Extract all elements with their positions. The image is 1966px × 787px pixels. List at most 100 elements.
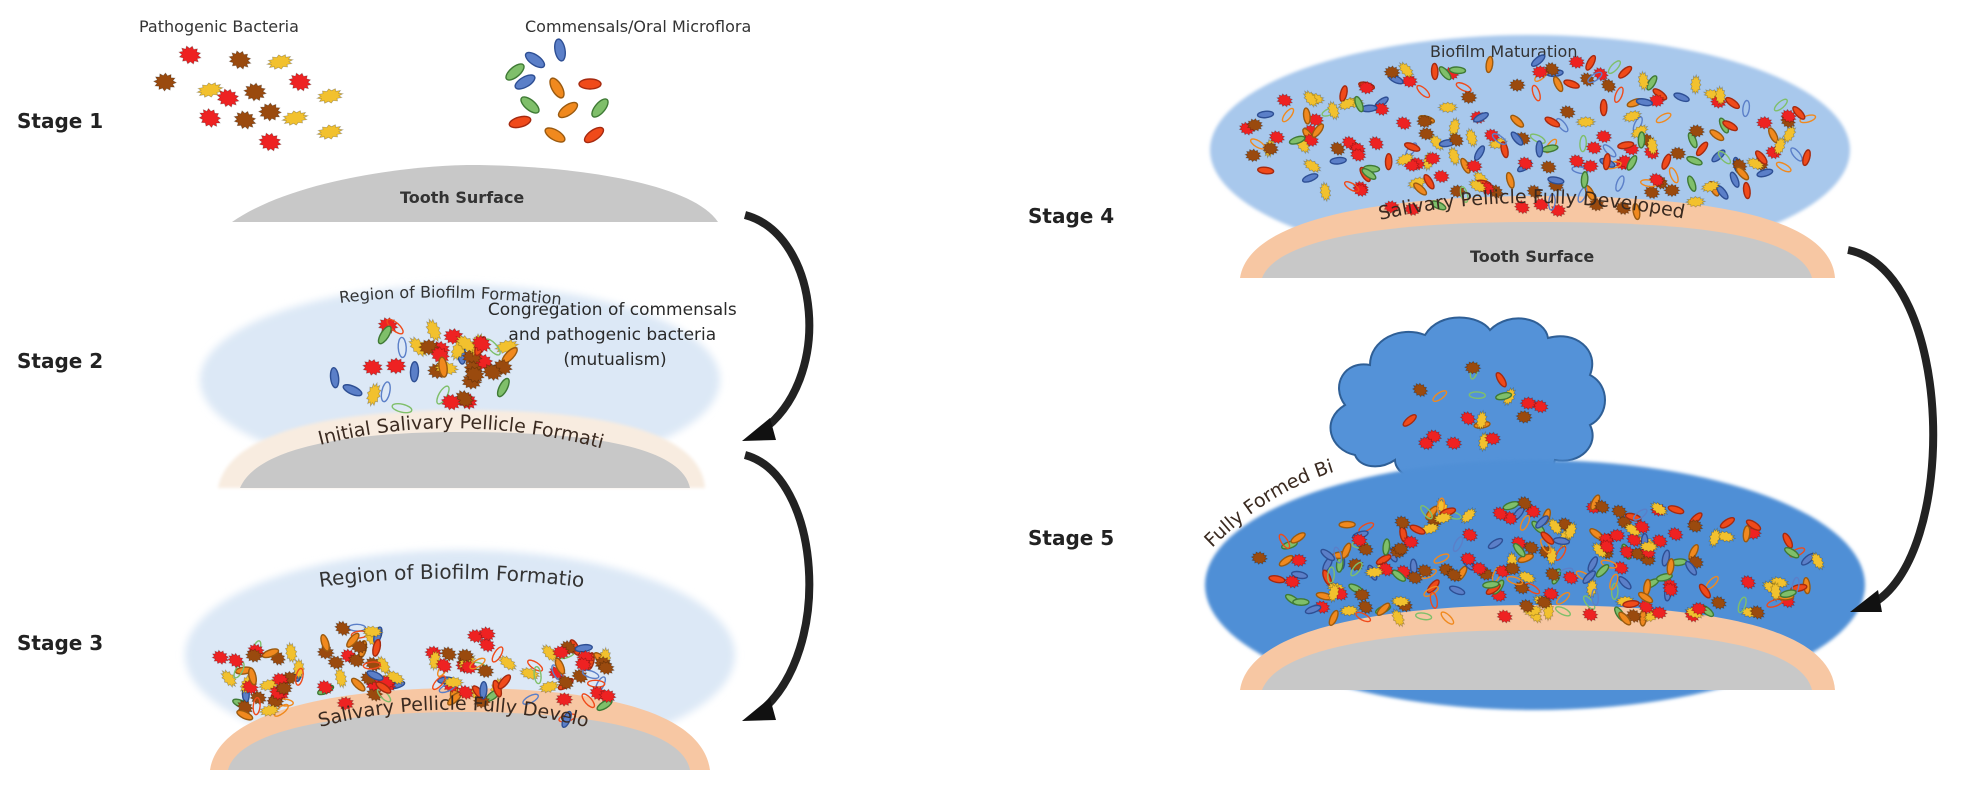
pathogen-bacterium-icon <box>571 668 590 685</box>
commensal-bacterium-icon <box>1756 168 1774 178</box>
pathogen-bacterium-icon <box>1643 185 1661 200</box>
pathogen-bacterium-icon <box>1417 126 1436 141</box>
commensal-bacterium-icon <box>1403 142 1421 152</box>
commensal-bacterium-icon <box>1792 105 1806 120</box>
pathogen-bacterium-icon <box>1268 130 1286 145</box>
commensal-bacterium-icon <box>1582 570 1597 584</box>
pathogen-bacterium-icon <box>1581 159 1600 174</box>
pathogen-bacterium-icon <box>336 695 355 711</box>
pathogen-bacterium-icon <box>1403 202 1422 217</box>
commensal-bacterium-icon <box>1547 193 1556 211</box>
pathogen-bacterium-icon <box>1540 159 1558 175</box>
pathogen-bacterium-icon <box>1394 515 1411 530</box>
commensal-bacterium-icon <box>1420 505 1433 520</box>
pathogen-bacterium-icon <box>1782 124 1797 144</box>
commensal-bacterium-icon <box>1585 54 1597 71</box>
commensal-bacterium-icon <box>1602 153 1611 171</box>
commensal-bacterium-icon <box>391 402 413 414</box>
pathogen-bacterium-icon <box>1289 553 1308 568</box>
commensal-bacterium-icon <box>1661 153 1672 170</box>
commensal-bacterium-icon <box>1563 79 1580 89</box>
commensal-bacterium-icon <box>1666 558 1675 576</box>
pathogen-bacterium-icon <box>559 639 578 656</box>
commensal-bacterium-icon <box>1599 98 1608 117</box>
commensal-bacterium-icon <box>233 661 245 679</box>
pathogen-bacterium-icon <box>1755 115 1774 130</box>
pathogen-bacterium-icon <box>242 82 268 102</box>
commensal-bacterium-icon <box>432 675 446 691</box>
pathogenic-bacteria-cluster <box>152 45 345 152</box>
pathogen-bacterium-icon <box>1595 129 1613 144</box>
stage-2: Stage 2 Region of Biofilm Formation Cong… <box>0 0 742 488</box>
commensal-bacterium-icon <box>1460 157 1471 174</box>
pathogen-bacterium-icon <box>1423 151 1442 166</box>
pathogen-bacterium-icon <box>1633 519 1651 535</box>
tooth-surface <box>1262 630 1812 690</box>
pathogen-bacterium-icon <box>1503 561 1522 576</box>
commensal-bacterium-icon <box>1519 514 1531 531</box>
commensal-bacterium-icon <box>496 377 510 398</box>
commensal-bacterium-icon <box>247 667 257 686</box>
pathogen-bacterium-icon <box>1593 499 1611 515</box>
commensal-bacterium-icon <box>1341 542 1352 559</box>
commensal-bacterium-icon <box>1482 580 1500 589</box>
pathogen-bacterium-icon <box>476 663 495 679</box>
pathogen-bacterium-icon <box>1625 608 1643 624</box>
pathogen-bacterium-icon <box>428 648 441 672</box>
tooth-surface-label: Tooth Surface <box>1470 247 1594 266</box>
pathogen-bacterium-icon <box>1518 598 1536 614</box>
tooth-surface <box>1262 222 1812 278</box>
commensal-bacterium-icon <box>1635 98 1653 107</box>
commensal-bacterium-icon <box>397 336 407 359</box>
commensal-bacterium-icon <box>1622 599 1640 608</box>
pathogen-bacterium-icon <box>227 652 245 669</box>
commensal-bacterium-icon <box>1350 561 1363 577</box>
commensal-bacterium-icon <box>1292 598 1310 606</box>
pathogen-bacterium-icon <box>435 657 453 674</box>
commensal-bacterium-icon <box>596 698 613 712</box>
pathogen-bacterium-icon <box>1810 551 1825 571</box>
commensal-bacterium-icon <box>366 670 384 681</box>
pathogen-bacterium-icon <box>1542 587 1560 601</box>
commensal-bacterium-icon <box>1737 596 1747 614</box>
commensal-bacterium-icon <box>1595 563 1610 578</box>
pathogen-bacterium-icon <box>1559 104 1576 120</box>
pathogen-bacterium-icon <box>315 124 345 140</box>
commensal-bacterium-icon <box>1429 591 1439 609</box>
pathogen-bacterium-icon <box>425 317 442 343</box>
pathogen-bacterium-icon <box>540 643 559 663</box>
pathogen-bacterium-icon <box>1519 396 1538 411</box>
pathogen-bacterium-icon <box>1651 533 1669 549</box>
pathogen-bacterium-icon <box>288 72 312 92</box>
pathogen-bacterium-icon <box>1470 561 1488 576</box>
commensal-bacterium-icon <box>1452 536 1464 553</box>
commensal-bacterium-icon <box>1354 95 1364 113</box>
mutualism-note: Congregation of commensals and pathogeni… <box>488 300 742 370</box>
pathogen-bacterium-icon <box>1245 118 1264 133</box>
commensal-bacterium-icon <box>1423 173 1435 190</box>
pathogen-bacterium-icon <box>1637 599 1655 615</box>
commensal-bacterium-icon <box>578 78 602 90</box>
pathogen-bacterium-icon <box>1391 608 1406 628</box>
pathogen-bacterium-icon <box>1516 495 1533 511</box>
pathogen-bacterium-icon <box>464 365 486 384</box>
pathogen-bacterium-icon <box>1567 55 1586 70</box>
pathogen-bacterium-icon <box>1389 595 1412 608</box>
commensal-bacterium-icon <box>554 657 566 675</box>
commensal-bacterium-icon <box>1632 508 1648 521</box>
commensal-bacterium-icon <box>1799 114 1817 124</box>
pathogen-bacterium-icon <box>1459 551 1477 566</box>
commensal-bacterium-icon <box>1717 150 1732 165</box>
commensal-bacterium-icon <box>557 101 579 119</box>
stage-2-label: Stage 2 <box>17 349 103 373</box>
stage-3-label: Stage 3 <box>17 631 103 655</box>
progression-arrows <box>742 211 1938 721</box>
pathogen-bacterium-icon <box>1547 517 1563 536</box>
pathogen-bacterium-icon <box>1610 504 1628 519</box>
arrow-stage1-to-stage2 <box>742 211 814 441</box>
pathogen-bacterium-icon <box>1637 540 1660 553</box>
pathogen-bacterium-icon <box>1383 65 1401 80</box>
commensal-bacterium-icon <box>1719 516 1736 529</box>
commensal-bacterium-icon <box>581 693 596 709</box>
commensal-bacterium-icon <box>375 681 392 694</box>
